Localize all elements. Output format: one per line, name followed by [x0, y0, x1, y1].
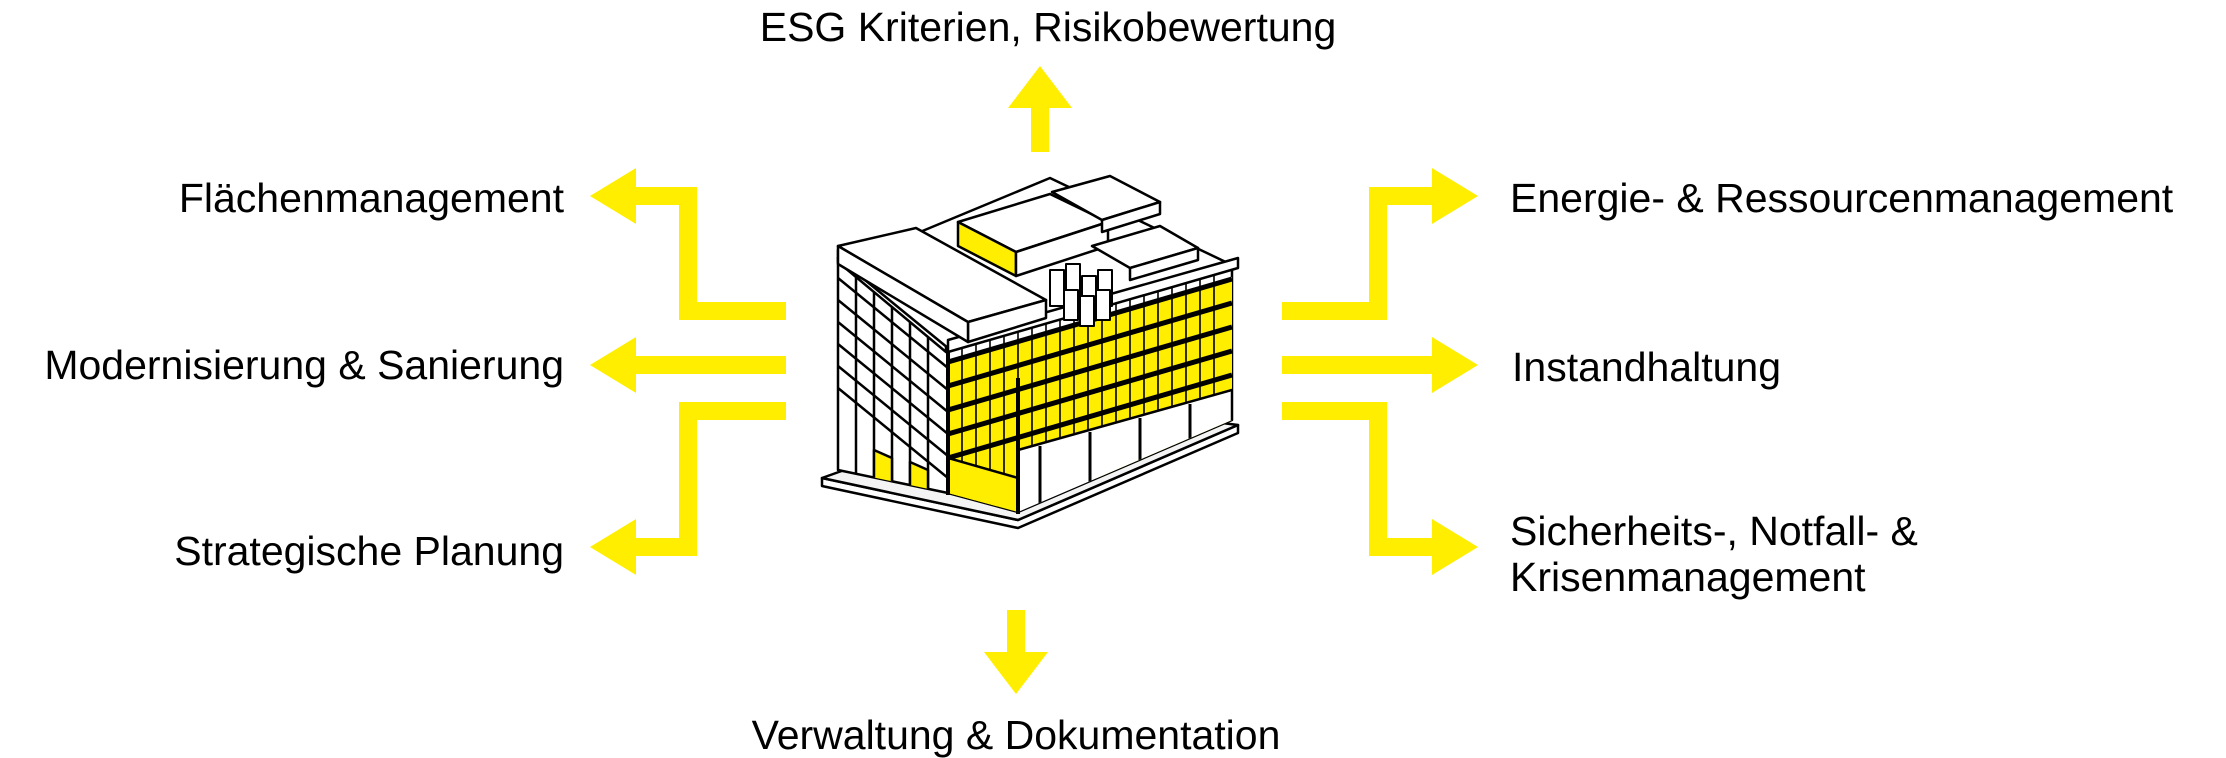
label-right-sicherheit-line2: Krisenmanagement [1510, 554, 1866, 600]
arrow-right-energie [1282, 168, 1478, 320]
arrow-right-instandhaltung [1282, 337, 1478, 393]
arrow-left-modernisierung [590, 337, 786, 393]
label-top-esg: ESG Kriterien, Risikobewertung [759, 4, 1337, 50]
left-facade-floors [838, 272, 948, 493]
arrow-left-strategische-planung [590, 402, 786, 575]
label-right-instandhaltung: Instandhaltung [1512, 344, 1782, 390]
building-illustration [820, 174, 1240, 530]
label-left-modernisierung: Modernisierung & Sanierung [44, 342, 564, 388]
arrow-down-verwaltung [984, 610, 1048, 694]
label-right-sicherheit: Sicherheits-, Notfall- & Krisenmanagemen… [1510, 508, 1918, 600]
label-right-sicherheit-line1: Sicherheits-, Notfall- & [1510, 508, 1918, 554]
label-right-energie: Energie- & Ressourcenmanagement [1510, 175, 2174, 221]
label-left-strategische-planung: Strategische Planung [174, 528, 564, 574]
arrow-left-flaechenmanagement [590, 168, 786, 320]
arrow-up-esg [1008, 66, 1072, 152]
label-left-flaechenmanagement: Flächenmanagement [178, 175, 564, 221]
label-bottom-verwaltung: Verwaltung & Dokumentation [751, 712, 1281, 758]
roof-hvac-units [1049, 263, 1113, 327]
arrow-right-sicherheit [1282, 402, 1478, 575]
arrows [590, 66, 1478, 694]
